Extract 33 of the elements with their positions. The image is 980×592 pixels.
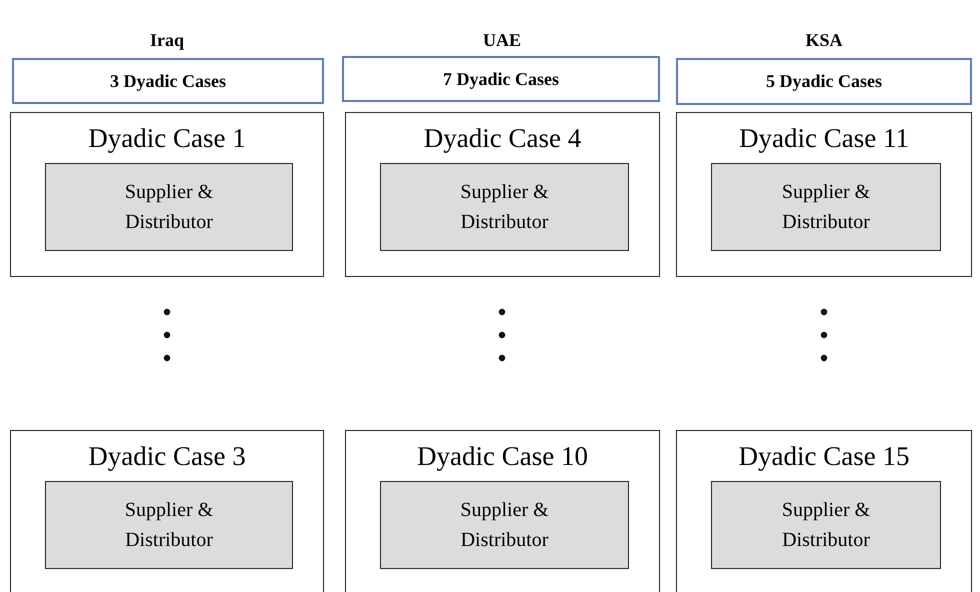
role-label: Supplier & Distributor: [780, 498, 872, 553]
role-label: Supplier & Distributor: [124, 498, 214, 553]
role-label: Supplier & Distributor: [780, 180, 872, 235]
case-count: 7 Dyadic Cases: [443, 68, 559, 90]
role-box: [45, 163, 293, 251]
role-box: [380, 481, 629, 569]
role-box: [380, 163, 629, 251]
role-box: [711, 481, 941, 569]
case-box: [345, 430, 660, 592]
case-count-box: [342, 56, 660, 102]
case-title: Dyadic Case 11: [738, 123, 910, 153]
role-box: [711, 163, 941, 251]
case-count: 3 Dyadic Cases: [110, 70, 226, 92]
case-title: Dyadic Case 3: [87, 441, 247, 471]
case-title: Dyadic Case 15: [738, 441, 910, 471]
case-count: 5 Dyadic Cases: [766, 71, 882, 92]
case-title: Dyadic Case 1: [87, 123, 247, 153]
case-count-box: [676, 58, 972, 105]
role-label: Supplier & Distributor: [459, 498, 550, 553]
case-box: [10, 430, 324, 592]
role-label: Supplier & Distributor: [124, 180, 214, 235]
case-title: Dyadic Case 4: [422, 123, 582, 153]
role-box: [45, 481, 293, 569]
case-box: [10, 112, 324, 277]
country-heading: KSA: [806, 30, 842, 51]
country-heading: UAE: [483, 30, 521, 51]
case-box: [676, 112, 972, 277]
case-box: [345, 112, 660, 277]
case-title: Dyadic Case 10: [416, 441, 589, 471]
case-box: [676, 430, 972, 592]
country-heading: Iraq: [150, 30, 184, 51]
role-label: Supplier & Distributor: [459, 180, 550, 235]
case-count-box: [12, 58, 324, 104]
